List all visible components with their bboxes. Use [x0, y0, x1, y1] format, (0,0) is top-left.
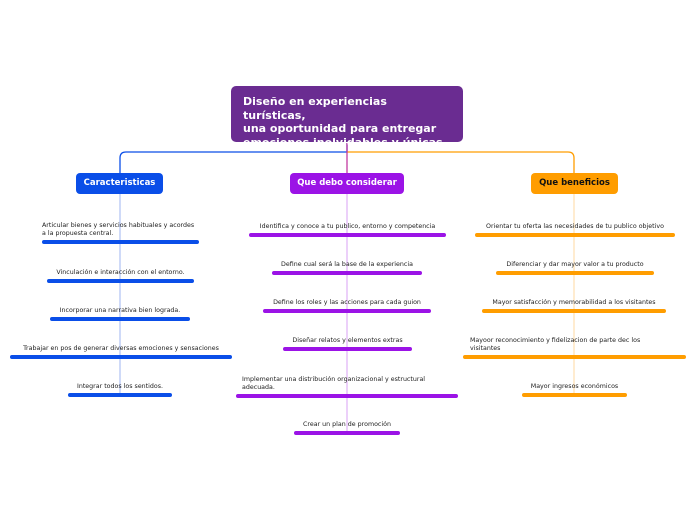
item-text: Articular bienes y servicios habituales … — [42, 222, 195, 237]
caracteristicas-item-2[interactable]: Vinculación e interacción con el entorno… — [47, 260, 194, 283]
beneficios-item-5[interactable]: Mayor ingresos económicos — [522, 374, 627, 397]
item-text: Incorporar una narrativa bien lograda. — [59, 307, 181, 314]
item-text: Implementar una distribución organizacio… — [242, 376, 426, 391]
item-underline — [482, 309, 666, 313]
beneficios-item-4[interactable]: Mayoor reconocimiento y fidelizacion de … — [463, 329, 686, 359]
item-underline — [496, 271, 654, 275]
item-underline — [463, 355, 686, 359]
item-underline — [294, 431, 400, 435]
central-topic-line-1: Diseño en experiencias turísticas, — [243, 95, 387, 122]
item-underline — [272, 271, 422, 275]
caracteristicas-item-5[interactable]: Integrar todos los sentidos. — [68, 374, 172, 397]
central-topic-line-3: emociones inolvidables y únicas — [243, 135, 443, 149]
item-text: Vinculación e interacción con el entorno… — [56, 269, 185, 276]
beneficios-item-3[interactable]: Mayor satisfacción y memorabilidad a los… — [482, 290, 666, 313]
item-text: Integrar todos los sentidos. — [76, 383, 164, 390]
considerar-item-2[interactable]: Define cual será la base de la experienc… — [272, 252, 422, 275]
item-text: Mayor satisfacción y memorabilidad a los… — [492, 299, 656, 306]
item-text: Diferenciar y dar mayor valor a tu produ… — [506, 261, 644, 268]
item-underline — [236, 394, 458, 398]
item-underline — [42, 240, 199, 244]
central-topic-line-2: una oportunidad para entregar — [243, 122, 437, 135]
considerar-item-4[interactable]: Diseñar relatos y elementos extras — [283, 328, 412, 351]
item-underline — [475, 233, 675, 237]
considerar-item-5[interactable]: Implementar una distribución organizacio… — [236, 368, 458, 398]
item-text: Trabajar en pos de generar diversas emoc… — [23, 345, 219, 352]
beneficios-item-2[interactable]: Diferenciar y dar mayor valor a tu produ… — [496, 252, 654, 275]
item-underline — [263, 309, 431, 313]
branch-que-beneficios[interactable]: Que beneficios — [531, 173, 618, 194]
item-text: Diseñar relatos y elementos extras — [292, 337, 403, 344]
caracteristicas-item-1[interactable]: Articular bienes y servicios habituales … — [42, 215, 199, 244]
caracteristicas-item-4[interactable]: Trabajar en pos de generar diversas emoc… — [10, 336, 232, 359]
item-underline — [10, 355, 232, 359]
item-text: Mayor ingresos económicos — [530, 383, 619, 390]
item-text: Mayoor reconocimiento y fidelizacion de … — [470, 337, 641, 352]
item-text: Orientar tu oferta las necesidades de tu… — [486, 223, 664, 230]
connector-root-blue — [119, 143, 348, 173]
considerar-item-1[interactable]: Identifica y conoce a tu publico, entorn… — [249, 214, 446, 237]
considerar-item-6[interactable]: Crear un plan de promoción — [294, 412, 400, 435]
central-topic[interactable]: Diseño en experiencias turísticas, una o… — [231, 86, 463, 149]
item-underline — [522, 393, 627, 397]
branch-caracteristicas[interactable]: Caracteristicas — [76, 173, 163, 194]
item-text: Define cual será la base de la experienc… — [281, 261, 413, 268]
item-underline — [68, 393, 172, 397]
beneficios-item-1[interactable]: Orientar tu oferta las necesidades de tu… — [475, 214, 675, 237]
item-text: Define los roles y las acciones para cad… — [273, 299, 421, 306]
branch-que-debo-considerar[interactable]: Que debo considerar — [290, 173, 404, 194]
item-underline — [283, 347, 412, 351]
caracteristicas-item-3[interactable]: Incorporar una narrativa bien lograda. — [50, 298, 190, 321]
item-underline — [249, 233, 446, 237]
item-text: Identifica y conoce a tu publico, entorn… — [259, 223, 436, 230]
item-underline — [50, 317, 190, 321]
connector-root-orange — [347, 151, 575, 173]
considerar-item-3[interactable]: Define los roles y las acciones para cad… — [263, 290, 431, 313]
item-text: Crear un plan de promoción — [303, 421, 391, 428]
item-underline — [47, 279, 194, 283]
